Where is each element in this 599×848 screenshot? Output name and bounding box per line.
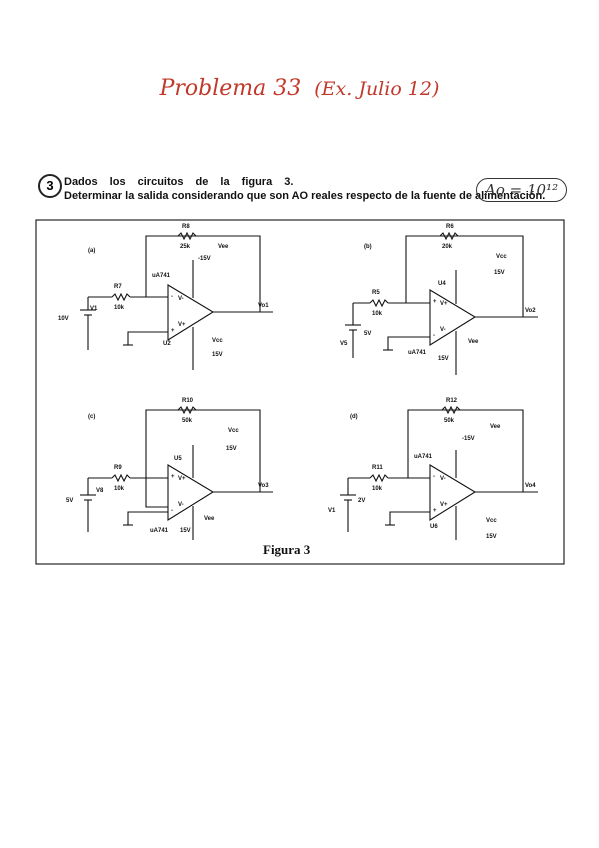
resistor-r10 (177, 405, 197, 415)
r5-value: 10k (372, 311, 383, 317)
circuit-d-label: (d) (350, 414, 358, 420)
r7-value: 10k (114, 305, 125, 311)
r5-label: R5 (372, 290, 380, 296)
opamp-c-ref: U5 (174, 456, 182, 462)
svg-text:V+: V+ (440, 502, 448, 508)
vee-a-val: -15V (198, 256, 211, 262)
svg-text:V+: V+ (440, 301, 448, 307)
opamp-c (167, 464, 215, 521)
question-line-1: Dados los circuitos de la figura 3. (64, 176, 294, 188)
exam-sheet: 3 Dados los circuitos de la figura 3. De… (28, 160, 574, 572)
circuit-b: (b) + - V+ V- U4 uA741 R6 20k Vo2 R5 10k V… (340, 224, 538, 375)
vee-d-val: -15V (462, 436, 475, 442)
resistor-r11 (369, 473, 389, 483)
vcc-c: Vcc (228, 428, 239, 434)
handwritten-title: Problema 33 (Ex. Julio 12) (0, 76, 599, 101)
r10-value: 50k (182, 418, 193, 424)
r11-value: 10k (372, 486, 383, 492)
svg-text:V+: V+ (178, 476, 186, 482)
vee-b: Vee (468, 339, 479, 345)
svg-text:+: + (433, 508, 437, 514)
opamp-d (429, 464, 477, 521)
vcc-a: Vcc (212, 338, 223, 344)
svg-text:V-: V- (178, 296, 184, 302)
svg-text:+: + (171, 328, 175, 334)
r9-value: 10k (114, 486, 125, 492)
svg-text:-: - (433, 474, 435, 480)
r12-label: R12 (446, 398, 458, 404)
r7-label: R7 (114, 284, 122, 290)
vcc-b-val: 15V (494, 270, 505, 276)
opamp-d-ref: U6 (430, 524, 438, 530)
vee-c-val: 15V (180, 528, 191, 534)
svg-text:V-: V- (440, 327, 446, 333)
svg-text:-: - (171, 508, 173, 514)
figure-caption: Figura 3 (263, 542, 311, 557)
question-line-2: Determinar la salida considerando que so… (64, 190, 546, 202)
gain-note: Ao = 10¹² (476, 178, 568, 202)
circuit-d: (d) - + V- V+ uA741 U6 R12 50k Vo4 R11 10k… (328, 398, 538, 540)
circuit-a-label: (a) (88, 248, 95, 254)
r6-label: R6 (446, 224, 454, 230)
src-b-val: 5V (364, 331, 371, 337)
opamp-a-ref: U2 (163, 341, 171, 347)
circuit-c-label: (c) (88, 414, 95, 420)
r12-value: 50k (444, 418, 455, 424)
circuit-a: (a) - + V- V+ uA741 U2 R8 25k Vo1 R7 10k (58, 224, 273, 370)
resistor-r8 (177, 231, 197, 241)
out-a: Vo1 (258, 303, 269, 309)
model-c: uA741 (150, 528, 169, 534)
r10-label: R10 (182, 398, 194, 404)
out-b: Vo2 (525, 308, 536, 314)
svg-text:+: + (171, 474, 175, 480)
svg-text:V-: V- (178, 502, 184, 508)
title-main: Problema 33 (159, 76, 302, 101)
src-c-val: 5V (66, 498, 73, 504)
figure-frame (35, 219, 565, 565)
r8-value: 25k (180, 244, 191, 250)
svg-text:+: + (433, 299, 437, 305)
circuit-b-label: (b) (364, 244, 372, 250)
r6-value: 20k (442, 244, 453, 250)
src-a: V1 (90, 306, 98, 312)
src-d: V1 (328, 508, 336, 514)
src-d-val: 2V (358, 498, 365, 504)
src-b: V5 (340, 341, 348, 347)
out-c: Vo3 (258, 483, 269, 489)
r9-label: R9 (114, 465, 122, 471)
opamp-a (167, 284, 215, 341)
vee-b-val: 15V (438, 356, 449, 362)
resistor-r9 (111, 473, 131, 483)
model-a: uA741 (152, 273, 171, 279)
opamp-b-ref: U4 (438, 281, 446, 287)
circuits-figure: (a) - + V- V+ uA741 U2 R8 25k Vo1 R7 10k (35, 219, 565, 565)
svg-text:-: - (171, 294, 173, 300)
src-c: V8 (96, 488, 104, 494)
resistor-r12 (441, 405, 461, 415)
vee-a: Vee (218, 244, 229, 250)
model-d: uA741 (414, 454, 433, 460)
resistor-r7 (111, 292, 131, 302)
svg-text:-: - (433, 333, 435, 339)
svg-text:V-: V- (440, 476, 446, 482)
r11-label: R11 (372, 465, 383, 471)
resistor-r5 (369, 298, 389, 308)
vcc-d-val: 15V (486, 534, 497, 540)
vcc-a-val: 15V (212, 352, 223, 358)
vcc-d: Vcc (486, 518, 497, 524)
opamp-b (429, 289, 477, 346)
model-b: uA741 (408, 350, 427, 356)
question-number: 3 (38, 174, 62, 198)
out-d: Vo4 (525, 483, 536, 489)
vee-c: Vee (204, 516, 215, 522)
src-a-val: 10V (58, 316, 69, 322)
vee-d: Vee (490, 424, 501, 430)
resistor-r6 (439, 231, 459, 241)
r8-label: R8 (182, 224, 190, 230)
svg-text:V+: V+ (178, 322, 186, 328)
title-sub: (Ex. Julio 12) (314, 78, 440, 100)
circuit-c: (c) +- V+V- U5 uA741 R10 50k Vo3 R9 10k … (66, 398, 273, 540)
vcc-c-val: 15V (226, 446, 237, 452)
vcc-b: Vcc (496, 254, 507, 260)
